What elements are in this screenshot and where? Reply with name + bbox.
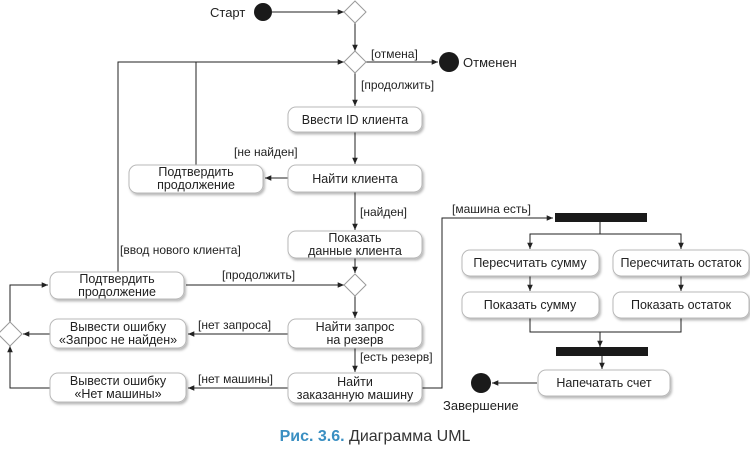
figure-title: Диаграмма UML	[349, 428, 471, 445]
svg-text:Пересчитать сумму: Пересчитать сумму	[473, 256, 587, 270]
guard-cancel: [отмена]	[371, 47, 418, 61]
merge-node-top	[343, 0, 367, 24]
cancelled-final-node	[439, 52, 459, 72]
action-error-no-car: Вывести ошибку «Нет машины»	[49, 372, 187, 403]
guard-no-request: [нет запроса]	[198, 318, 271, 332]
action-find-ordered-car: Найти заказанную машину	[287, 372, 423, 404]
svg-text:«Запрос не найден»: «Запрос не найден»	[59, 333, 177, 347]
svg-text:Вывести ошибку: Вывести ошибку	[70, 374, 167, 388]
svg-text:продолжение: продолжение	[78, 285, 156, 299]
svg-text:Вывести ошибку: Вывести ошибку	[70, 320, 167, 334]
initial-node	[254, 3, 272, 21]
action-enter-client-id: Ввести ID клиента	[287, 106, 423, 133]
action-confirm-continue-2: Подтвердить продолжение	[49, 271, 185, 300]
svg-text:Подтвердить: Подтвердить	[158, 165, 233, 179]
action-recalculate-sum: Пересчитать сумму	[461, 249, 600, 277]
edge-sum-to-join	[529, 318, 603, 347]
edge-stock-to-join	[600, 318, 682, 333]
edges	[7, 9, 684, 391]
action-find-reservation-request: Найти запрос на резерв	[287, 318, 423, 349]
action-recalculate-stock: Пересчитать остаток	[612, 249, 750, 277]
fork-bar	[555, 213, 647, 222]
guard-labels: [отмена] [продолжить] [не найден] [найде…	[120, 47, 531, 386]
cancelled-label: Отменен	[463, 55, 517, 70]
edge-merge-to-confirm2	[9, 282, 48, 322]
action-error-request-not-found: Вывести ошибку «Запрос не найден»	[49, 318, 187, 349]
figure-caption: Рис. 3.6. Диаграмма UML	[0, 428, 750, 446]
action-find-client: Найти клиента	[287, 164, 423, 193]
svg-text:Показать сумму: Показать сумму	[484, 298, 577, 312]
decision-node-cancel	[343, 50, 367, 74]
edge-car-exists	[422, 215, 553, 389]
guard-not-found: [не найден]	[234, 145, 298, 159]
svg-text:Показать остаток: Показать остаток	[631, 298, 732, 312]
action-show-stock: Показать остаток	[612, 291, 750, 319]
edge-fork-to-stock	[600, 233, 684, 249]
edge-fork-to-sum	[527, 222, 601, 249]
edge-err-car-to-merge	[7, 346, 50, 389]
figure-number: Рис. 3.6.	[279, 428, 345, 445]
svg-text:продолжение: продолжение	[157, 178, 235, 192]
uml-activity-diagram: [отмена] [продолжить] [не найден] [найде…	[0, 0, 750, 413]
action-show-client-data: Показать данные клиента	[287, 230, 423, 259]
svg-text:данные клиента: данные клиента	[308, 244, 402, 258]
action-confirm-continue-1: Подтвердить продолжение	[128, 164, 264, 194]
action-print-invoice: Напечатать счет	[537, 369, 671, 397]
svg-text:«Нет машины»: «Нет машины»	[74, 387, 161, 401]
svg-text:Найти клиента: Найти клиента	[312, 172, 397, 186]
edge-new-client-loop	[117, 61, 344, 272]
finish-label: Завершение	[443, 398, 519, 413]
svg-text:Подтвердить: Подтвердить	[79, 272, 154, 286]
svg-text:на резерв: на резерв	[326, 333, 383, 347]
guard-found: [найден]	[360, 205, 407, 219]
decision-node-request	[343, 273, 367, 297]
guard-continue: [продолжить]	[361, 78, 434, 92]
guard-reserve-exists: [есть резерв]	[360, 350, 433, 364]
svg-text:Показать: Показать	[328, 231, 381, 245]
svg-text:Найти: Найти	[337, 375, 373, 389]
svg-text:Найти запрос: Найти запрос	[316, 320, 395, 334]
svg-text:Напечатать счет: Напечатать счет	[556, 376, 652, 390]
merge-node-errors	[0, 321, 23, 347]
guard-new-client: [ввод нового клиента]	[120, 243, 241, 257]
join-bar	[556, 347, 648, 356]
guard-continue2: [продолжить]	[222, 268, 295, 282]
finish-final-node	[471, 373, 491, 393]
svg-text:Пересчитать остаток: Пересчитать остаток	[621, 256, 742, 270]
svg-text:заказанную машину: заказанную машину	[297, 388, 414, 402]
guard-car-exists: [машина есть]	[452, 202, 531, 216]
start-label: Старт	[210, 5, 245, 20]
guard-no-car: [нет машины]	[198, 372, 273, 386]
action-show-sum: Показать сумму	[461, 291, 600, 319]
svg-text:Ввести ID клиента: Ввести ID клиента	[302, 113, 409, 127]
